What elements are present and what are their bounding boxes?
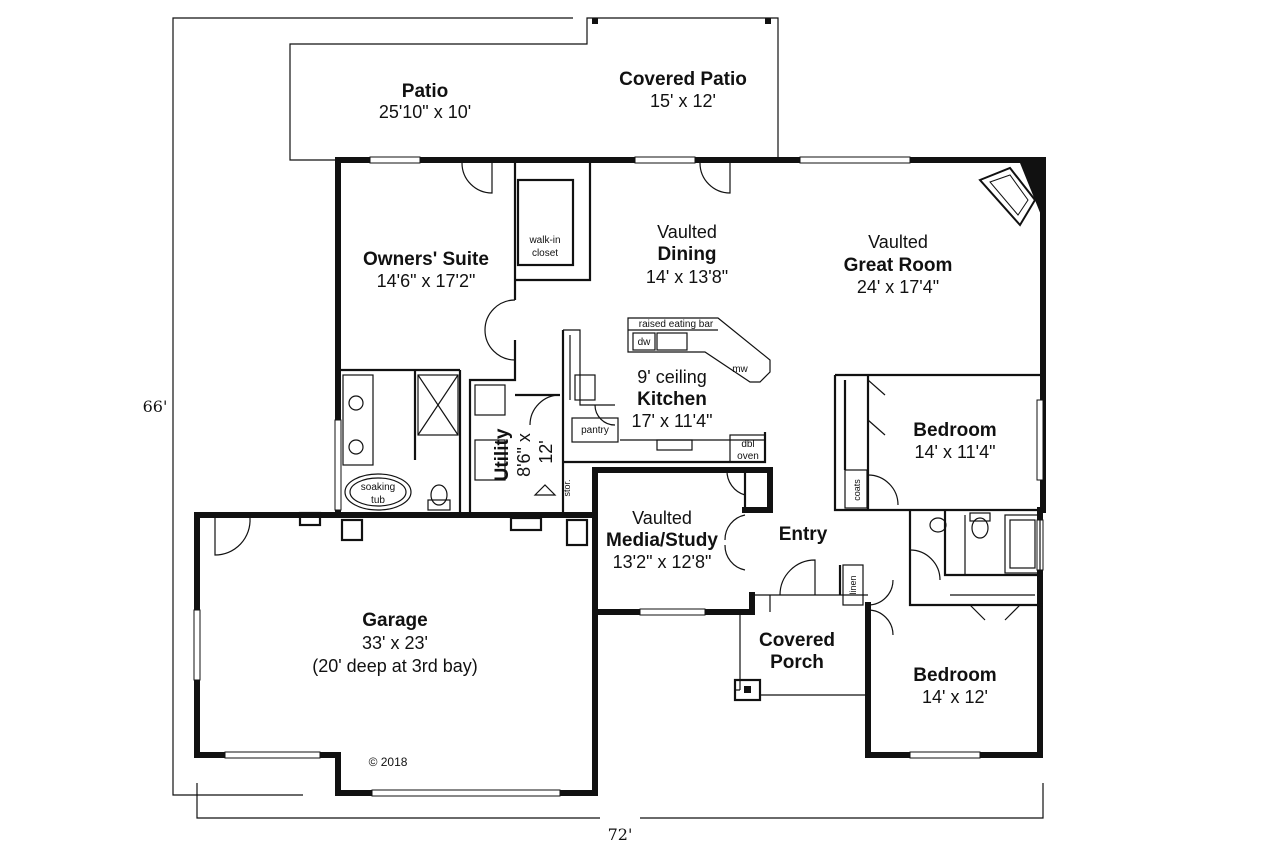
entry-name: Entry <box>779 524 828 545</box>
dw-label: dw <box>638 337 652 348</box>
covered-patio-dim: 15' x 12' <box>650 91 716 111</box>
fireplace <box>978 163 1043 227</box>
storage-label: stor. <box>562 479 572 496</box>
dining-pre: Vaulted <box>657 222 717 242</box>
kitchen-pre: 9' ceiling <box>637 367 706 387</box>
great-room-dim: 24' x 17'4" <box>857 277 939 297</box>
kitchen-dim: 17' x 11'4" <box>632 411 713 431</box>
garage-fixtures <box>298 511 589 547</box>
utility-dim-1: 8'6" x <box>514 433 534 477</box>
overall-width-label: 72' <box>608 825 633 844</box>
dining-dim: 14' x 13'8" <box>646 267 728 287</box>
dimension-lines: 66' 72' <box>143 17 1044 844</box>
door-swings <box>214 162 1021 636</box>
media-study-pre: Vaulted <box>632 508 692 528</box>
covered-porch-name-1: Covered <box>759 630 835 651</box>
media-study-dim: 13'2" x 12'8" <box>613 552 712 572</box>
garage-dim: 33' x 23' <box>362 633 428 653</box>
bedroom-2-dim: 14' x 12' <box>922 687 988 707</box>
patio-dim: 25'10" x 10' <box>379 102 471 122</box>
bedroom-2-name: Bedroom <box>913 665 996 686</box>
soaking-tub-label-2: tub <box>371 495 385 506</box>
linen-label: linen <box>848 575 858 594</box>
overall-depth-label: 66' <box>143 397 168 416</box>
mw-label: mw <box>732 364 748 375</box>
walk-in-label-2: closet <box>532 248 558 259</box>
pantry-label: pantry <box>581 425 609 436</box>
garage-name: Garage <box>362 610 427 631</box>
room-labels: Patio 25'10" x 10' Covered Patio 15' x 1… <box>312 69 996 707</box>
walk-in-label-1: walk-in <box>528 235 560 246</box>
great-room-pre: Vaulted <box>868 232 928 252</box>
copyright-label: © 2018 <box>369 755 408 769</box>
patio-name: Patio <box>402 81 448 102</box>
coats-label: coats <box>852 479 862 501</box>
bedroom-1-dim: 14' x 11'4" <box>915 442 996 462</box>
covered-patio-name: Covered Patio <box>619 69 747 90</box>
windows <box>193 156 1044 797</box>
media-study-name: Media/Study <box>606 530 718 551</box>
patio-outline <box>289 17 779 161</box>
utility-name: Utility <box>492 428 513 481</box>
dbl-oven-label-1: dbl <box>741 439 754 450</box>
kitchen-name: Kitchen <box>637 389 707 410</box>
bedroom-1-name: Bedroom <box>913 420 996 441</box>
covered-porch-name-2: Porch <box>770 652 824 673</box>
fixture-labels: walk-in closet raised eating bar dw mw p… <box>361 235 862 769</box>
owners-suite-dim: 14'6" x 17'2" <box>377 271 476 291</box>
great-room-name: Great Room <box>844 255 953 276</box>
utility-dim-2: 12' <box>536 440 556 463</box>
raised-bar-label: raised eating bar <box>639 319 714 330</box>
dbl-oven-label-2: oven <box>737 451 759 462</box>
owners-suite-name: Owners' Suite <box>363 249 489 270</box>
interior-walls <box>341 163 1043 702</box>
garage-note: (20' deep at 3rd bay) <box>312 656 478 676</box>
soaking-tub-label-1: soaking <box>361 482 395 493</box>
dining-name: Dining <box>657 244 716 265</box>
